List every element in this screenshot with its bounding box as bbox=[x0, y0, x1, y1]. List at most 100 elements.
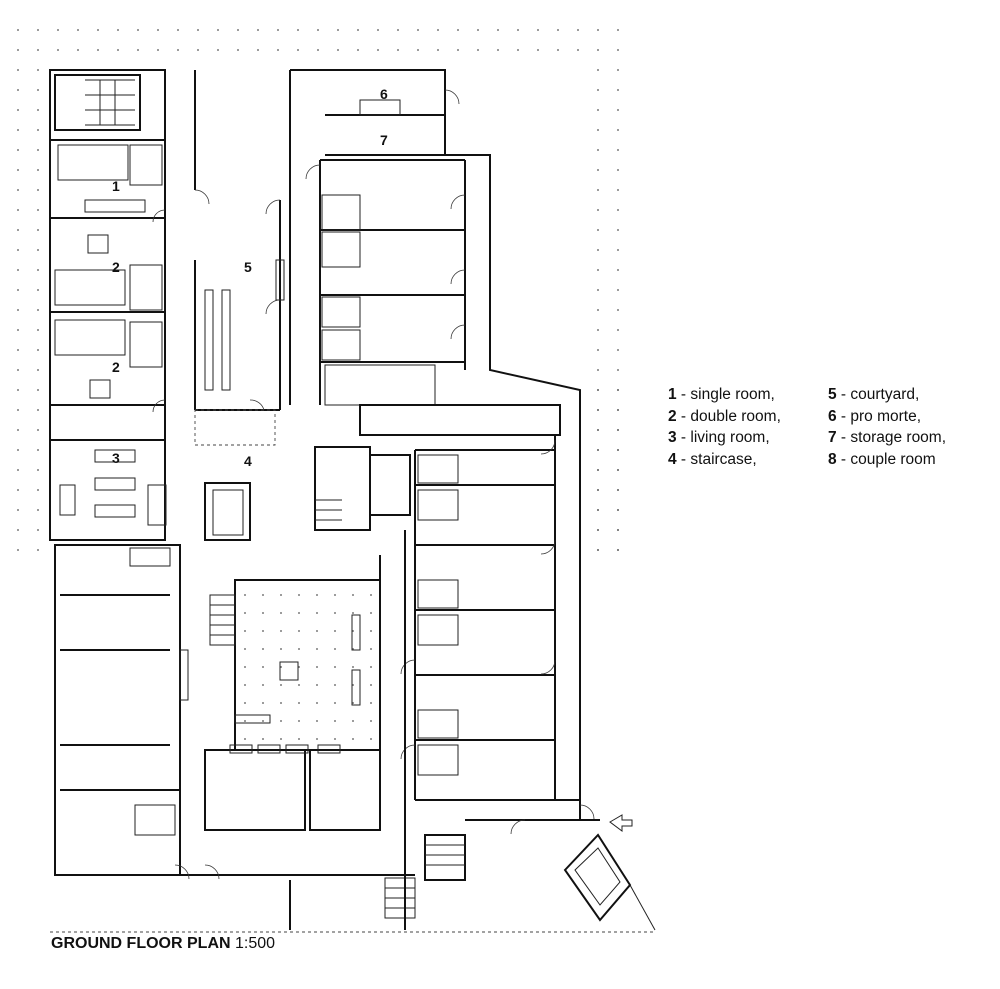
grid-dot bbox=[17, 489, 19, 491]
room-label-4: 4 bbox=[244, 453, 252, 469]
legend-item-8: 8 - couple room bbox=[828, 450, 936, 468]
grid-dot bbox=[17, 69, 19, 71]
grid-dot bbox=[17, 129, 19, 131]
cloister-dot bbox=[352, 666, 354, 668]
cloister-dot bbox=[334, 612, 336, 614]
grid-dot bbox=[617, 349, 619, 351]
cloister-dot bbox=[352, 684, 354, 686]
cloister-dot bbox=[244, 720, 246, 722]
grid-dot bbox=[597, 369, 599, 371]
cloister-dot bbox=[244, 738, 246, 740]
grid-dot bbox=[617, 489, 619, 491]
grid-dot bbox=[597, 309, 599, 311]
grid-dot bbox=[517, 29, 519, 31]
grid-dot bbox=[17, 409, 19, 411]
legend-item-7: 7 - storage room, bbox=[828, 429, 947, 446]
dot-grid bbox=[17, 29, 619, 551]
cloister-dot bbox=[280, 594, 282, 596]
cloister-dot bbox=[280, 702, 282, 704]
grid-dot bbox=[37, 289, 39, 291]
grid-dot bbox=[177, 49, 179, 51]
cloister-dot bbox=[370, 684, 372, 686]
cloister-dot bbox=[370, 630, 372, 632]
grid-dot bbox=[497, 49, 499, 51]
cloister-dot bbox=[298, 630, 300, 632]
grid-dot bbox=[77, 29, 79, 31]
grid-dot bbox=[37, 109, 39, 111]
cloister-dot bbox=[298, 684, 300, 686]
grid-dot bbox=[617, 89, 619, 91]
grid-dot bbox=[597, 429, 599, 431]
cloister-dot bbox=[352, 594, 354, 596]
grid-dot bbox=[137, 29, 139, 31]
grid-dot bbox=[37, 189, 39, 191]
grid-dot bbox=[597, 109, 599, 111]
grid-dot bbox=[597, 329, 599, 331]
grid-dot bbox=[617, 189, 619, 191]
grid-dot bbox=[117, 29, 119, 31]
staircase-block bbox=[204, 446, 411, 541]
grid-dot bbox=[437, 29, 439, 31]
grid-dot bbox=[197, 49, 199, 51]
cloister-dot bbox=[262, 738, 264, 740]
grid-dot bbox=[597, 409, 599, 411]
entrance bbox=[424, 800, 656, 931]
grid-dot bbox=[37, 29, 39, 31]
cloister-dot bbox=[262, 648, 264, 650]
grid-dot bbox=[97, 49, 99, 51]
grid-dot bbox=[597, 69, 599, 71]
grid-dot bbox=[237, 49, 239, 51]
grid-dot bbox=[217, 49, 219, 51]
cloister-dot bbox=[370, 666, 372, 668]
grid-dot bbox=[37, 449, 39, 451]
south-east-wing bbox=[359, 404, 580, 801]
cloister-dot bbox=[316, 738, 318, 740]
grid-dot bbox=[37, 429, 39, 431]
cloister-dot bbox=[244, 594, 246, 596]
grid-dot bbox=[397, 29, 399, 31]
grid-dot bbox=[37, 489, 39, 491]
grid-dot bbox=[17, 189, 19, 191]
north-west-wing bbox=[49, 69, 167, 541]
grid-dot bbox=[477, 29, 479, 31]
grid-dot bbox=[497, 29, 499, 31]
grid-dot bbox=[17, 529, 19, 531]
room-label-3: 3 bbox=[112, 450, 120, 466]
grid-dot bbox=[617, 69, 619, 71]
cloister-dot bbox=[316, 612, 318, 614]
grid-dot bbox=[617, 229, 619, 231]
grid-dot bbox=[457, 49, 459, 51]
grid-dot bbox=[617, 209, 619, 211]
cloister-dot bbox=[280, 648, 282, 650]
grid-dot bbox=[597, 249, 599, 251]
grid-dot bbox=[437, 49, 439, 51]
grid-dot bbox=[17, 29, 19, 31]
grid-dot bbox=[177, 29, 179, 31]
cloister-dot bbox=[244, 666, 246, 668]
grid-dot bbox=[17, 369, 19, 371]
grid-dot bbox=[37, 129, 39, 131]
cloister-dot bbox=[334, 594, 336, 596]
grid-dot bbox=[617, 529, 619, 531]
grid-dot bbox=[357, 29, 359, 31]
grid-dot bbox=[357, 49, 359, 51]
grid-dot bbox=[17, 49, 19, 51]
grid-dot bbox=[37, 509, 39, 511]
grid-dot bbox=[557, 29, 559, 31]
grid-dot bbox=[617, 369, 619, 371]
room-label-1: 1 bbox=[112, 178, 120, 194]
grid-dot bbox=[577, 29, 579, 31]
cloister-dot bbox=[298, 702, 300, 704]
legend-item-2: 2 - double room, bbox=[668, 407, 781, 425]
grid-dot bbox=[477, 49, 479, 51]
room-label-5: 5 bbox=[244, 259, 252, 275]
cloister-dot bbox=[244, 684, 246, 686]
cloister-dot bbox=[352, 612, 354, 614]
grid-dot bbox=[617, 409, 619, 411]
cloister-dot bbox=[352, 738, 354, 740]
grid-dot bbox=[617, 49, 619, 51]
grid-dot bbox=[17, 329, 19, 331]
grid-dot bbox=[617, 509, 619, 511]
legend-column-right: 5 - courtyard, 6 - pro morte, 7 - storag… bbox=[828, 384, 946, 470]
grid-dot bbox=[37, 349, 39, 351]
